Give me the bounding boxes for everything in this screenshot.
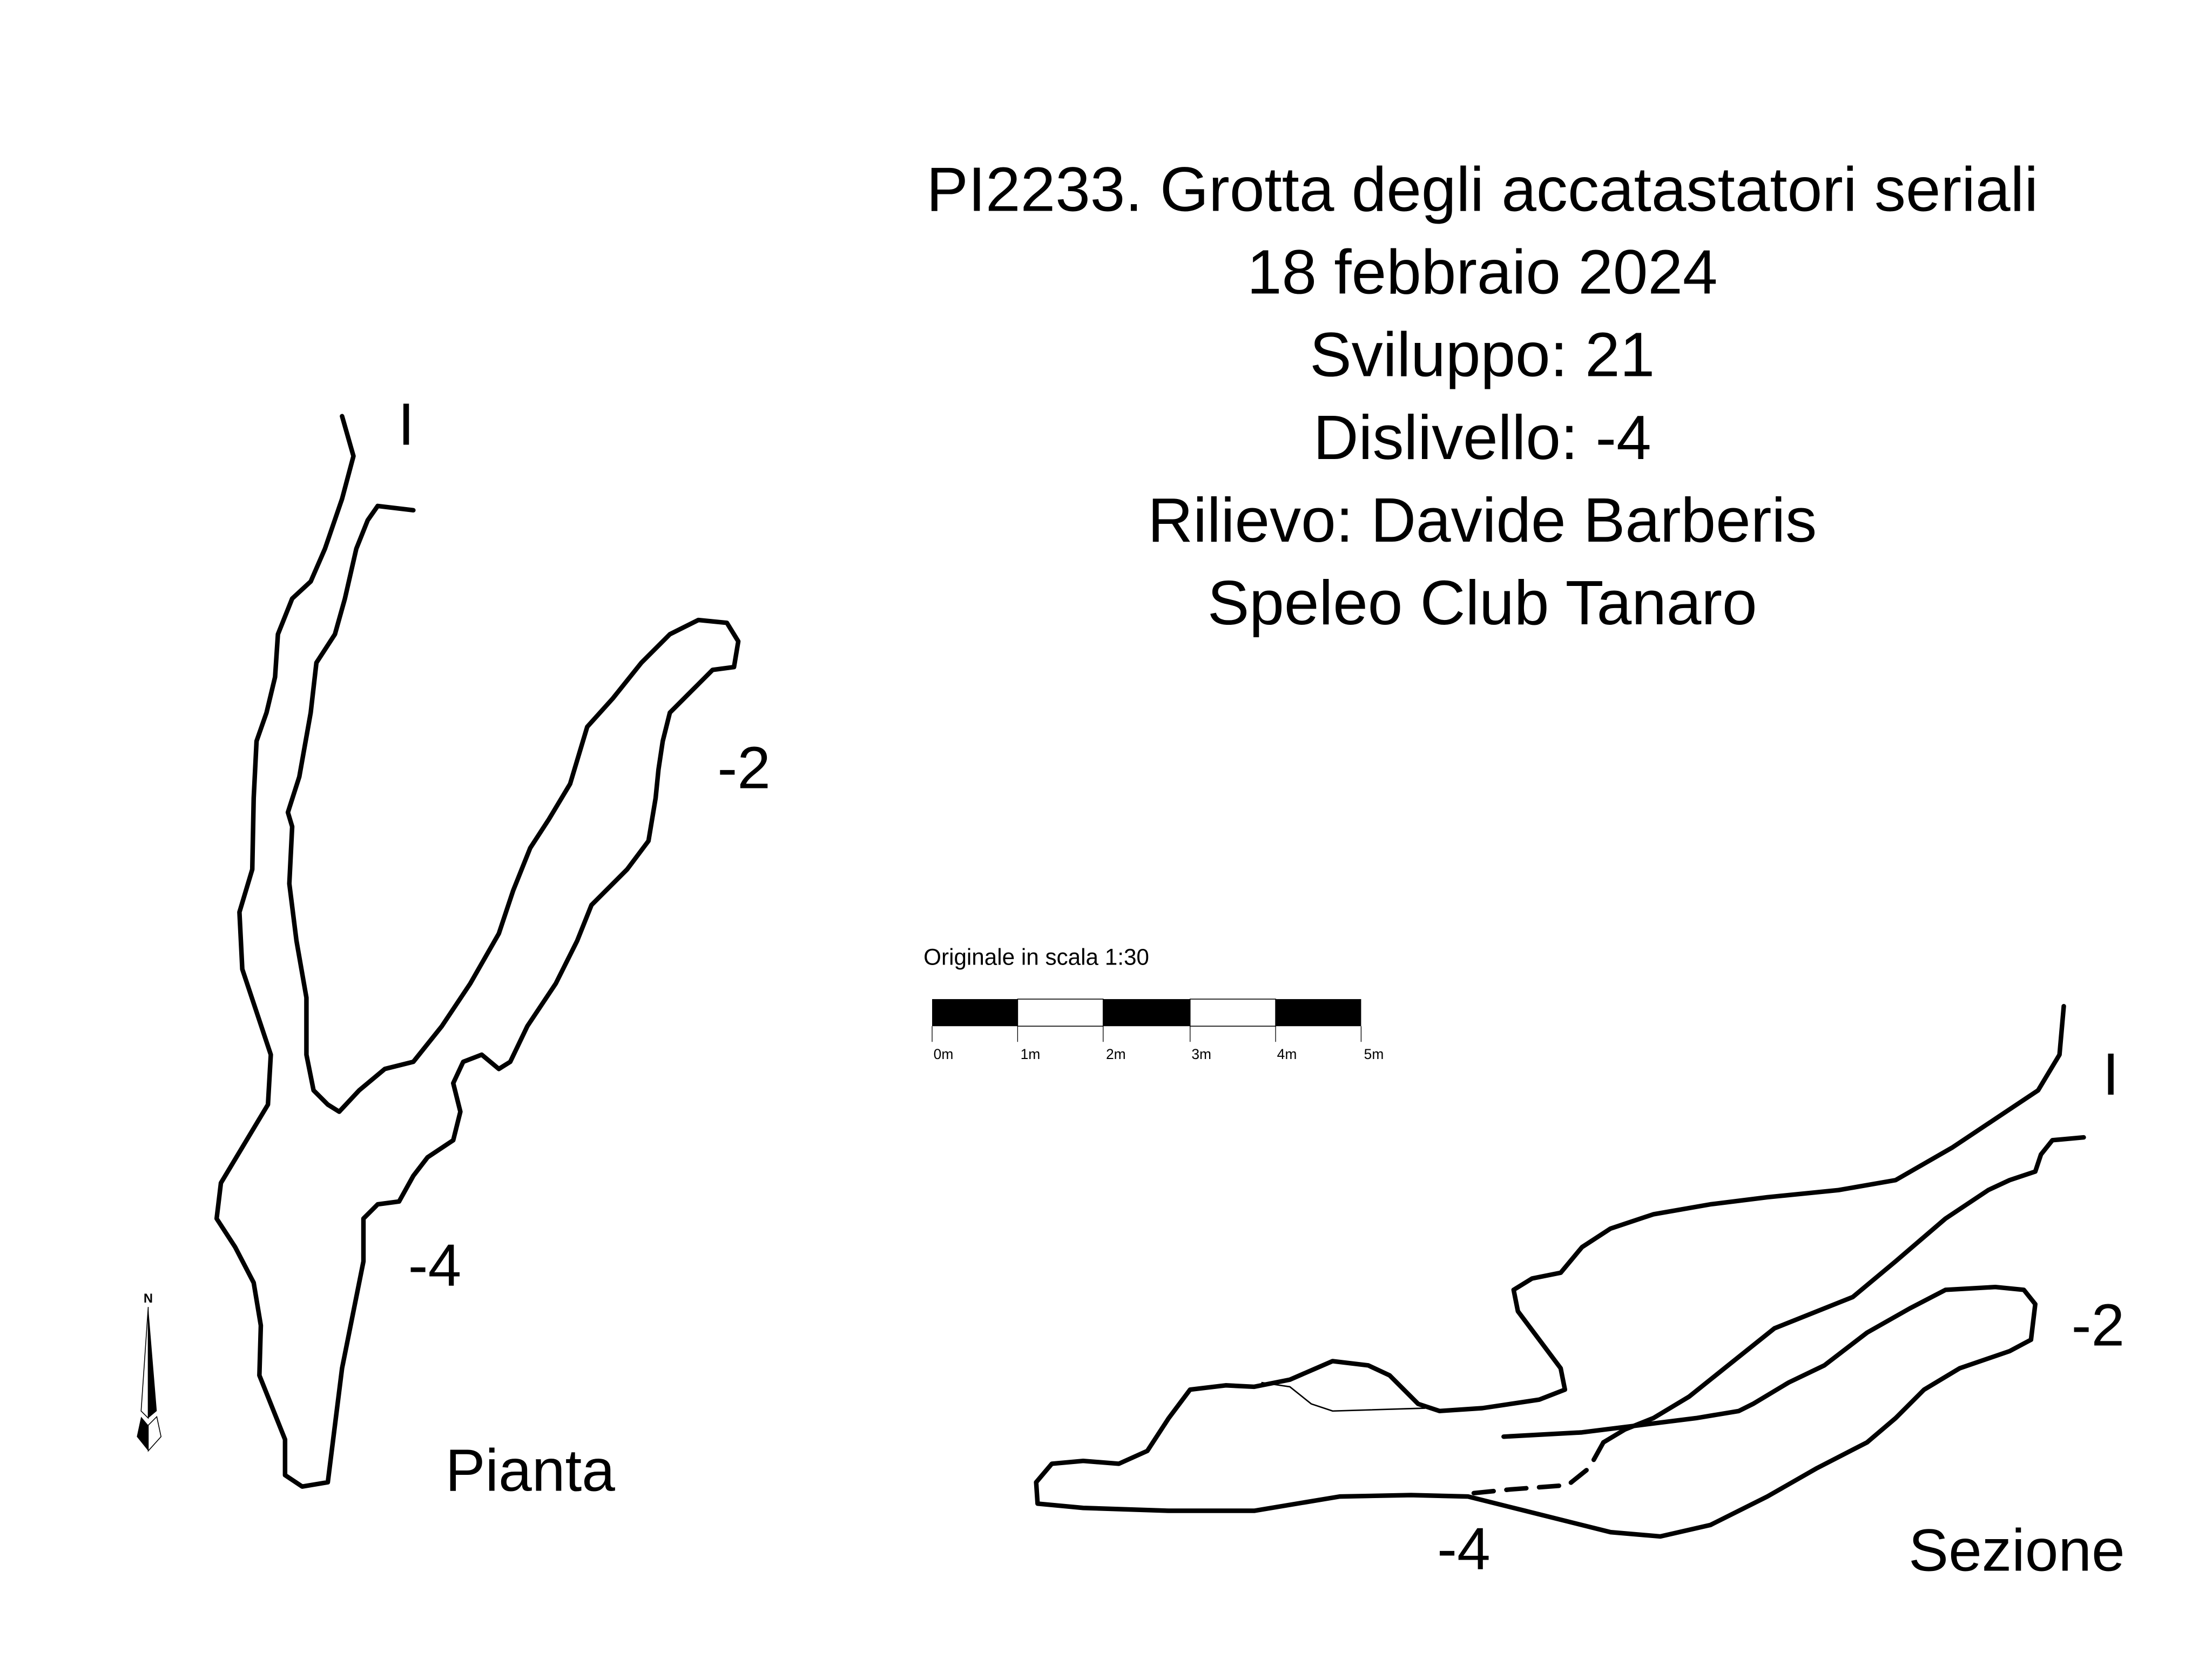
north-label: N [144,1291,153,1306]
section-dashed-wall [1466,1440,1606,1496]
plan-depth-label-4: -4 [408,1232,462,1299]
section-outline [1034,1004,2066,1539]
scale-tick-1: 1m [1021,1046,1041,1062]
north-arrow-icon: N [137,1291,162,1452]
header-surveyor: Rilievo: Davide Barberis [1148,485,1817,555]
section-inner-wall [1601,1135,2086,1445]
section-depth-label-4: -4 [1437,1516,1491,1582]
scale-tick-0: 0m [934,1046,954,1062]
plan-outline [214,414,741,1489]
header-block: PI2233. Grotta degli accatastatori seria… [926,154,2038,638]
header-title: PI2233. Grotta degli accatastatori seria… [926,154,2038,225]
section-view: I -2 -4 Sezione [1034,1004,2125,1583]
plan-depth-label-2: -2 [717,734,771,801]
scale-tick-3: 3m [1191,1046,1211,1062]
scale-tick-4: 4m [1277,1046,1297,1062]
header-development: Sviluppo: 21 [1310,320,1655,390]
header-club: Speleo Club Tanaro [1208,568,1757,638]
plan-entrance-label: I [398,391,415,457]
section-depth-label-2: -2 [2072,1292,2125,1358]
section-thin-line [1261,1381,1426,1412]
section-entrance-label: I [2102,1041,2119,1108]
header-date: 18 febbraio 2024 [1247,237,1718,307]
plan-view: I -2 -4 Pianta [214,391,771,1504]
scale-bar: Originale in scala 1:30 0m 1m 2m 3m 4m 5… [923,945,1384,1062]
section-title: Sezione [1908,1517,2125,1583]
scale-tick-5: 5m [1364,1046,1384,1062]
plan-title: Pianta [446,1438,616,1504]
scale-tick-2: 2m [1106,1046,1126,1062]
scale-bar-title: Originale in scala 1:30 [923,945,1149,970]
header-depth: Dislivello: -4 [1313,402,1651,473]
